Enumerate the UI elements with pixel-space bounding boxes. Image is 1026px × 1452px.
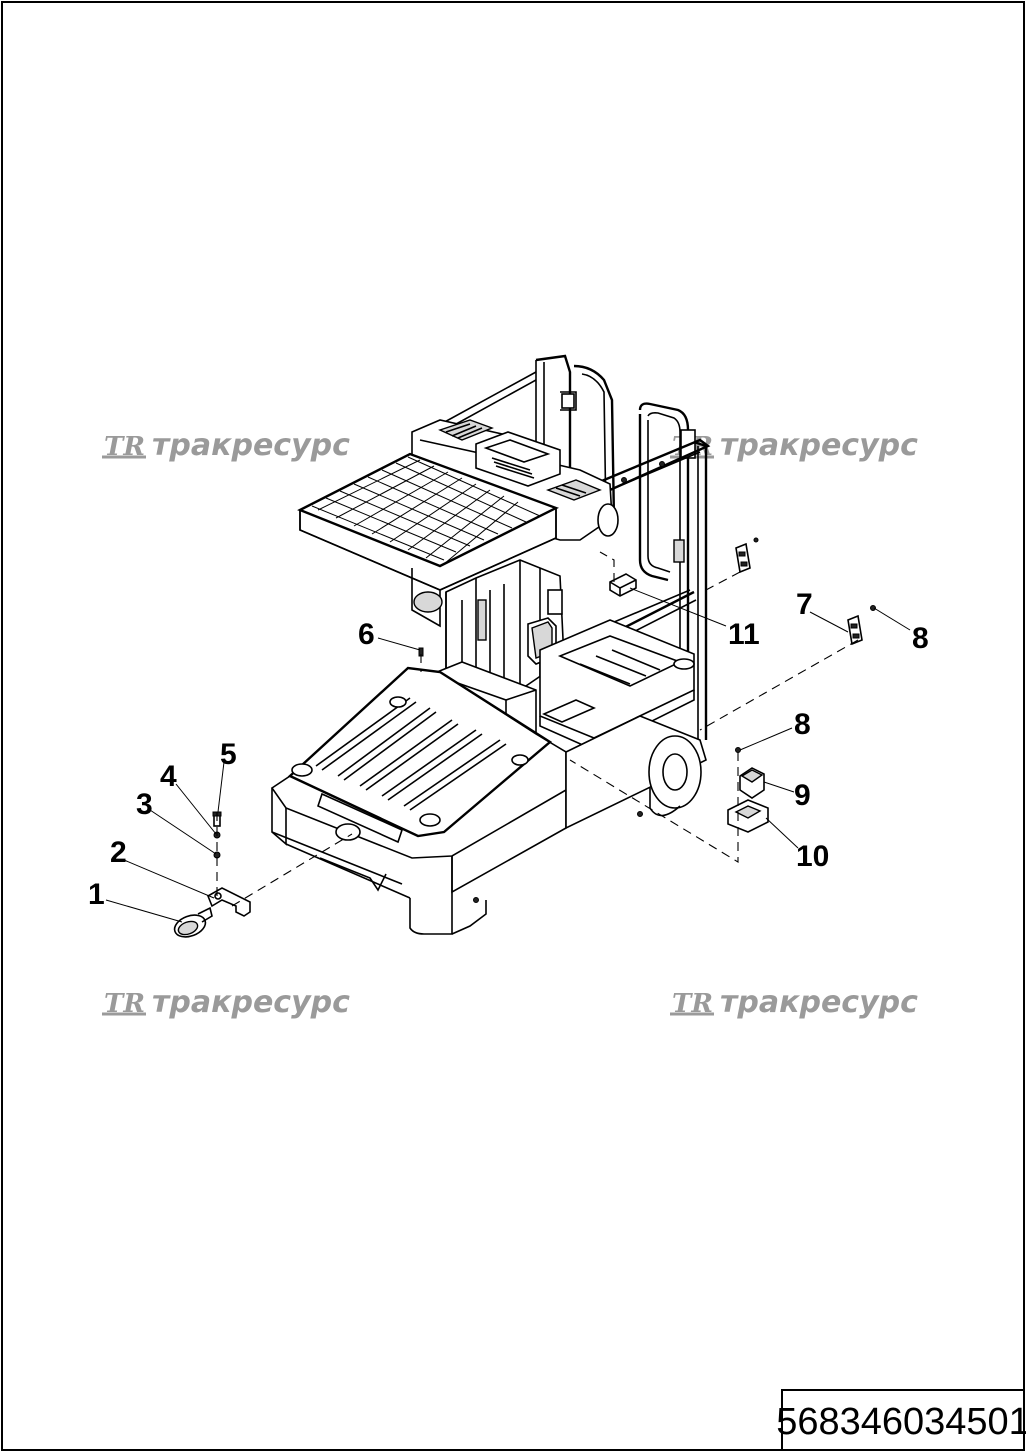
rear-wheel xyxy=(565,715,707,830)
rear-deck xyxy=(539,619,695,751)
control-console xyxy=(411,419,619,541)
callout-2: 2 xyxy=(110,836,127,869)
part-10-housing xyxy=(727,799,769,833)
floor-mat-ribs xyxy=(315,697,507,811)
callout-6: 6 xyxy=(358,618,375,651)
callout-labels: 1 2 3 4 5 6 7 8 8 9 10 11 xyxy=(88,588,929,911)
watermark-bottom-left: TR тракресурс xyxy=(102,985,350,1020)
main-chassis xyxy=(270,666,567,935)
callout-leaders xyxy=(105,587,911,923)
tray-grid-pattern xyxy=(311,456,541,565)
reflector-upper xyxy=(735,537,759,574)
part-8-screw-lower xyxy=(735,747,741,753)
part-9-switch xyxy=(739,767,765,799)
callout-4: 4 xyxy=(160,760,177,793)
callout-3: 3 xyxy=(136,788,153,821)
callout-9: 9 xyxy=(794,779,811,812)
callout-1: 1 xyxy=(88,878,105,911)
part-1-lamp xyxy=(173,906,213,938)
watermark-text: тракресурс xyxy=(720,428,918,463)
callout-11: 11 xyxy=(728,618,760,651)
callout-5: 5 xyxy=(220,738,237,771)
part-7-reflector xyxy=(847,614,863,646)
order-picker-machine-drawing xyxy=(270,354,711,935)
watermark-text: тракресурс xyxy=(152,428,350,463)
central-mast xyxy=(445,559,565,691)
document-number-box: 568346034501 xyxy=(776,1389,1026,1451)
watermark-text: тракресурс xyxy=(152,985,350,1020)
callout-8-lower: 8 xyxy=(794,708,811,741)
part-11-bracket xyxy=(609,573,637,597)
watermark-text: тракресурс xyxy=(720,985,918,1020)
front-grid-tray xyxy=(297,452,560,628)
callout-10: 10 xyxy=(796,840,829,873)
assembly-dashed-lines xyxy=(216,551,859,907)
part-8-screw-upper xyxy=(870,605,876,611)
watermark-bottom-right: TR тракресурс xyxy=(670,985,918,1020)
callout-8-upper: 8 xyxy=(912,622,929,655)
part-2-bracket xyxy=(206,887,251,917)
callout-7: 7 xyxy=(796,588,813,621)
document-number: 568346034501 xyxy=(776,1401,1026,1443)
watermark-top-left: TR тракресурс xyxy=(102,428,350,463)
